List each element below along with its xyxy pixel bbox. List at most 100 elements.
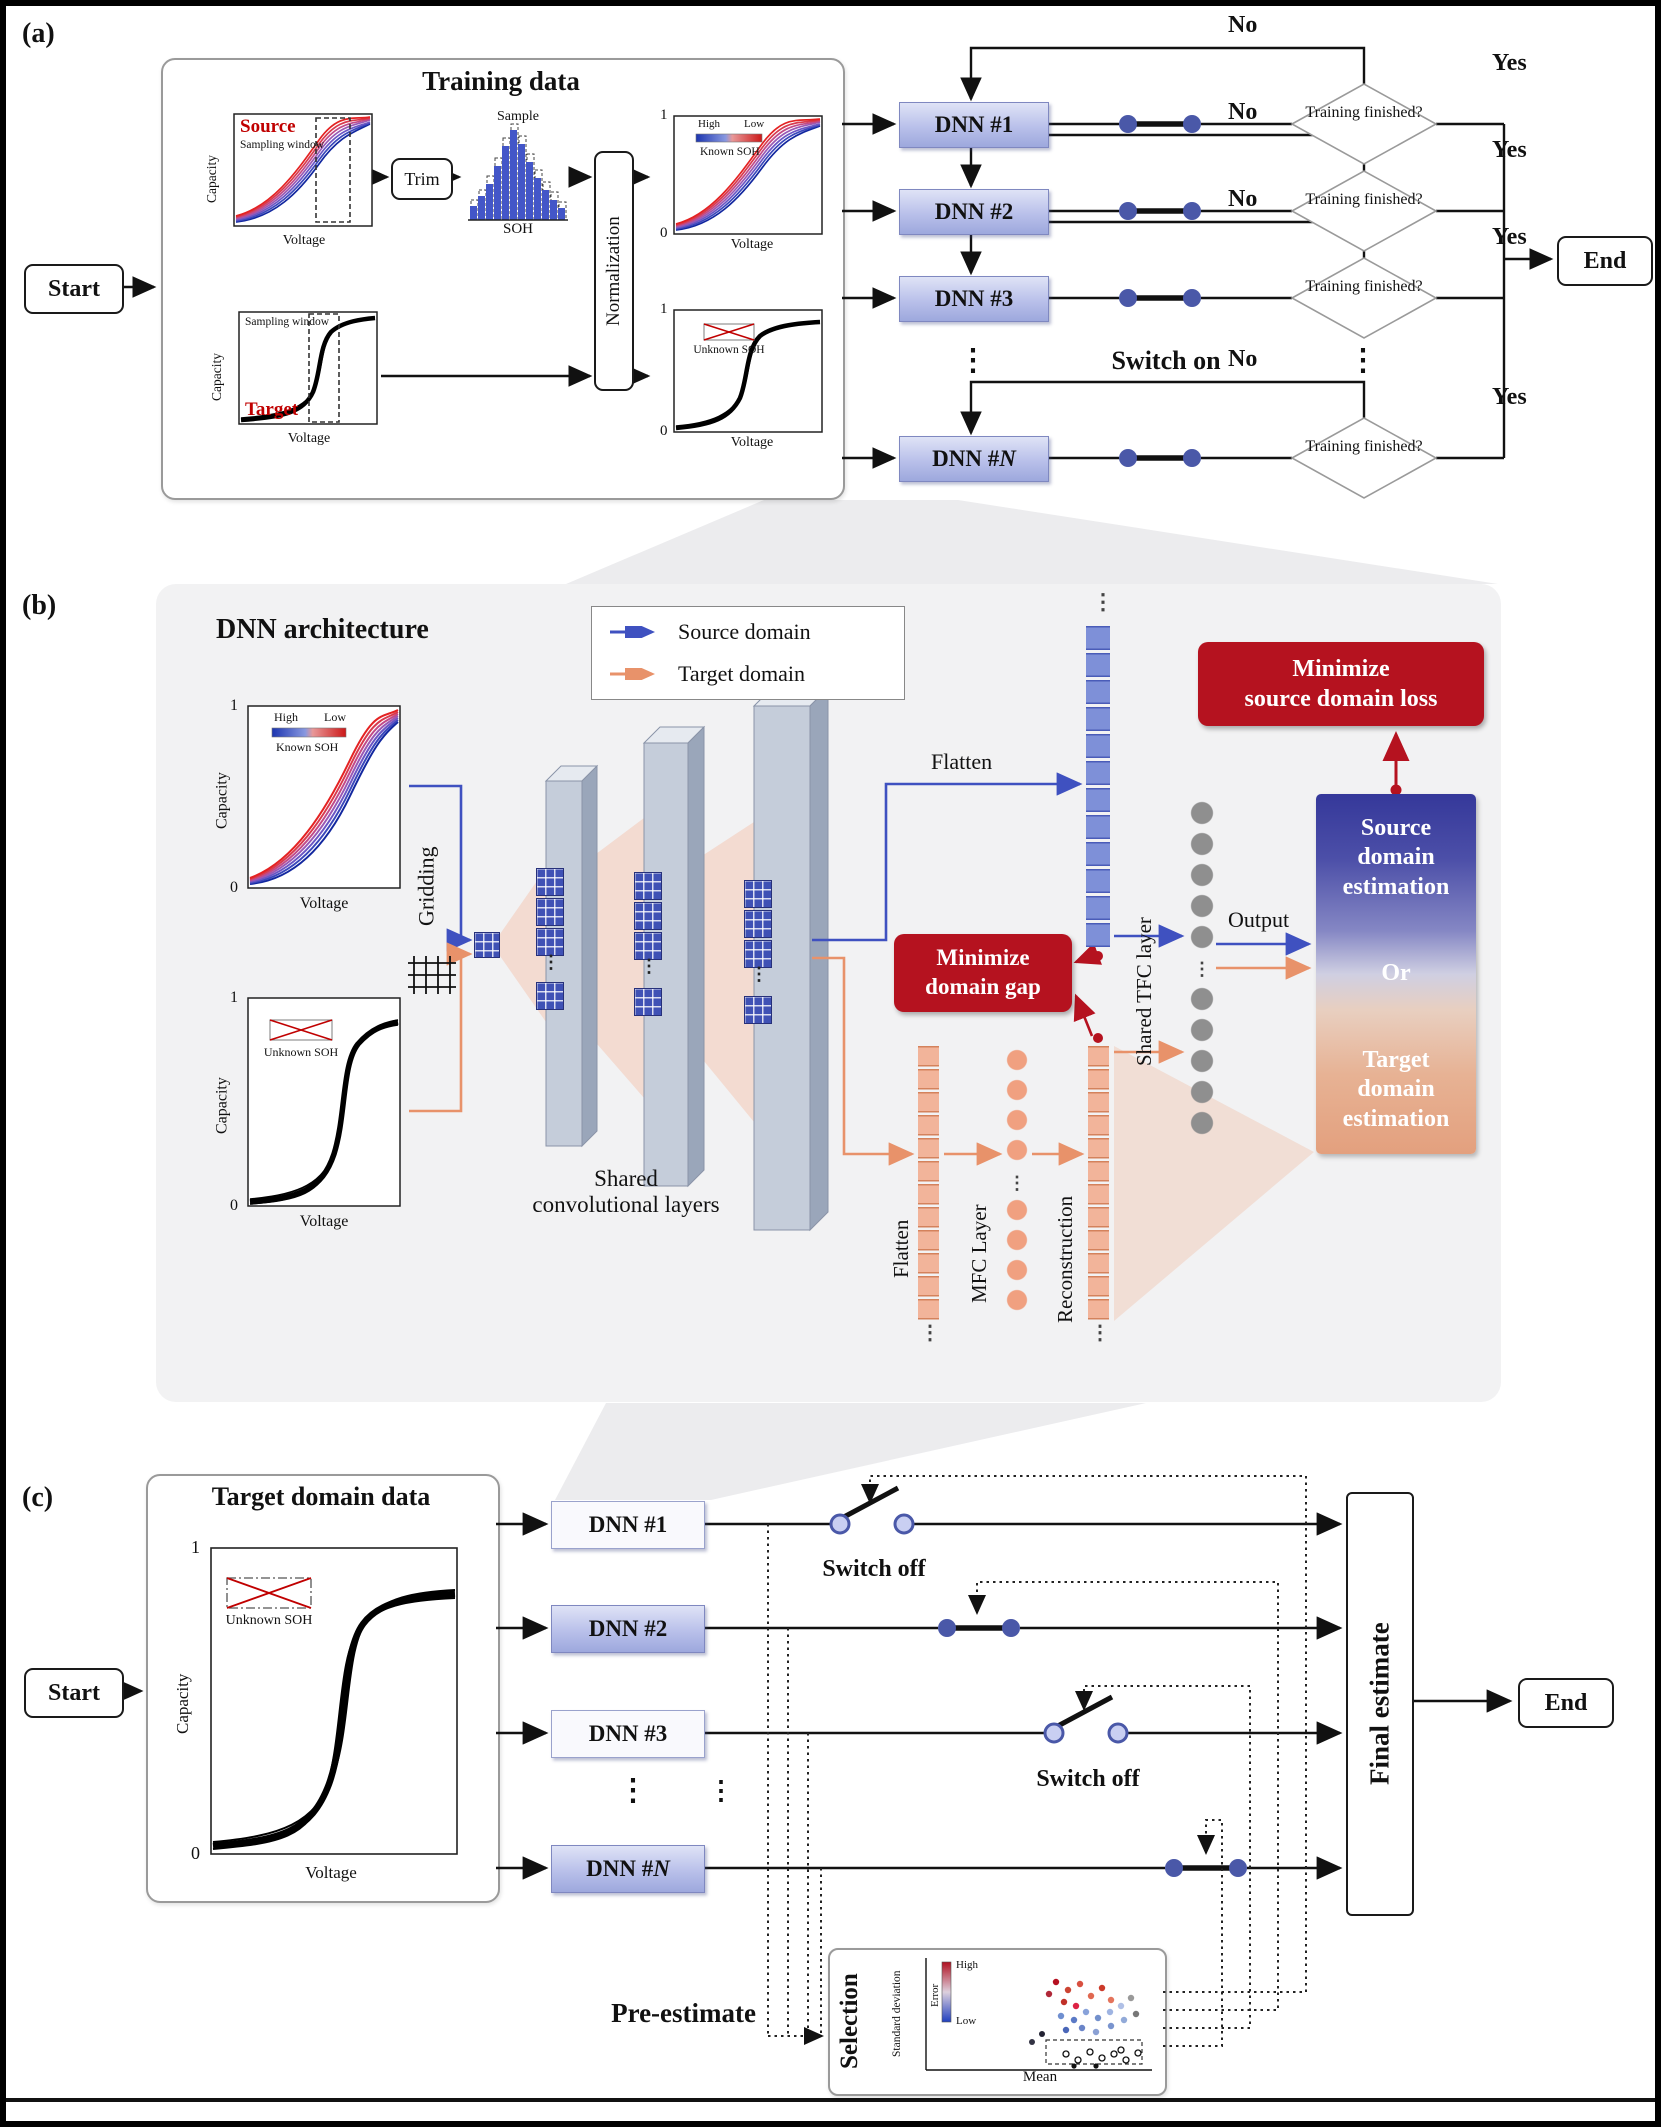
cube-ellipsis: ⋮ (542, 952, 560, 972)
or-label: Or (1381, 960, 1411, 987)
grid-icon (408, 956, 456, 994)
yes-label-1: Yes (1492, 50, 1527, 76)
switch-off-label-1: Switch off (822, 1556, 926, 1582)
known-soh-label: Known SOH (276, 740, 339, 754)
flatten-col-ellipsis: ⋮ (920, 1322, 940, 1344)
x-axis-label: Voltage (305, 1863, 357, 1882)
start-node-c: Start (24, 1668, 124, 1718)
feature-cube (744, 910, 772, 938)
sample-label: Sample (497, 109, 539, 124)
known-soh-label: Known SOH (700, 146, 760, 158)
estimation-output-box: Source domain estimation Or Target domai… (1316, 794, 1476, 1154)
histogram-bars (470, 130, 565, 220)
legend-source-label: Source domain (678, 619, 811, 644)
reconstruction-label: Reconstruction (1053, 1195, 1078, 1323)
dnn-architecture-title: DNN architecture (216, 614, 429, 645)
tfc-col-ellipsis: ⋮ (1188, 954, 1216, 984)
soh-curve-family (675, 118, 821, 231)
source-plot-b-svg (247, 705, 401, 889)
target-plot-a: Sampling window Target Capacity Voltage (209, 304, 381, 452)
y-axis-label: Capacity (208, 353, 224, 401)
high-label: High (274, 710, 298, 724)
feature-cube (474, 932, 500, 958)
no-label-3: No (1228, 186, 1258, 212)
closed-switches-a (1119, 115, 1201, 467)
switches-c (829, 1485, 1247, 1877)
y-axis-label: Capacity (213, 1077, 231, 1135)
tick-zero: 0 (230, 879, 238, 896)
x-axis-label: Voltage (730, 237, 774, 252)
normalized-target-svg (673, 309, 823, 433)
feature-cube (634, 872, 662, 900)
x-axis-label: Voltage (287, 431, 331, 446)
no-label-2: No (1228, 99, 1258, 125)
cube-ellipsis: ⋮ (750, 964, 768, 984)
diamond-ellipsis-a: ⋮ (1348, 344, 1378, 377)
dnn-ellipsis-a: ⋮ (958, 344, 988, 377)
crossed-legend-box (226, 1577, 312, 1609)
minimize-domain-gap-box: Minimize domain gap (894, 934, 1072, 1012)
gridding-label: Gridding (413, 846, 439, 926)
soh-colorbar (271, 727, 347, 738)
tick-one: 1 (660, 107, 668, 123)
tick-zero: 0 (230, 1197, 238, 1214)
unknown-curve (212, 1590, 456, 1850)
mean-axis-label: Mean (1022, 2069, 1058, 2085)
sampling-window-rect (315, 117, 351, 223)
target-plot-b-svg (247, 997, 401, 1207)
end-node-a: End (1557, 236, 1653, 286)
high-label: High (956, 1959, 978, 1971)
no-label-n: No (1228, 346, 1258, 372)
dnn-2-a: DNN #2 (899, 189, 1049, 235)
dnn-n-c: DNN #N (551, 1845, 705, 1893)
target-domain-data-title: Target domain data (211, 1482, 431, 1511)
source-feature-vector (1086, 626, 1110, 950)
panel-c-label: (c) (22, 1482, 54, 1513)
min-loss-line2: source domain loss (1244, 686, 1438, 712)
x-axis-label: Voltage (299, 1213, 349, 1230)
feature-cube (744, 880, 772, 908)
open-lever-3 (1054, 1694, 1114, 1730)
selection-title: Selection (836, 1973, 863, 2069)
trim-box: Trim (391, 158, 453, 200)
tick-one: 1 (191, 1537, 200, 1557)
normalized-source-svg (673, 115, 823, 235)
target-plot-c-svg (210, 1547, 458, 1855)
selected-region-rect (1045, 2039, 1143, 2065)
feedback-to-switch-1 (861, 1475, 1307, 1993)
reconstruction-vector (1088, 1046, 1109, 1322)
unknown-soh-label: Unknown SOH (225, 1613, 313, 1628)
source-plot-b: 1 0 High Low Known SOH Capacity Voltage (214, 696, 409, 924)
target-plot-c: 1 0 Unknown SOH Capacity Voltage (171, 1534, 471, 1892)
sampling-window-rect (308, 313, 340, 423)
dnn-3-a: DNN #3 (899, 276, 1049, 322)
line-ellipsis-c: ⋮ (708, 1776, 734, 1805)
dnn-n-prefix: DNN # (932, 446, 1000, 471)
target-plot-svg (238, 311, 378, 425)
normalization-label: Normalization (603, 216, 624, 326)
feature-cube (536, 868, 564, 896)
min-gap-line1: Minimize (936, 945, 1030, 971)
soh-histogram: Sample SOH (462, 109, 574, 242)
yes-label-n: Yes (1492, 384, 1527, 410)
recon-col-ellipsis: ⋮ (1090, 1322, 1110, 1344)
feedback-to-switch-2 (968, 1581, 1279, 2011)
y-axis-label: Capacity (203, 155, 219, 203)
domain-legend: Source domain Target domain (591, 606, 905, 700)
sampling-window-label: Sampling window (240, 139, 325, 151)
crossed-legend-box (269, 1019, 333, 1041)
yes-label-2: Yes (1492, 137, 1527, 163)
legend-source-row: Source domain (592, 611, 904, 653)
low-label: Low (956, 2015, 977, 2027)
crossed-legend-box (703, 323, 755, 341)
funnel-a-to-b (566, 500, 1498, 584)
source-arrow-icon (610, 626, 655, 638)
switch-on-label: Switch on (1111, 346, 1221, 375)
no-feedback-1 (960, 46, 1366, 102)
low-label: Low (324, 710, 346, 724)
end-node-c: End (1518, 1678, 1614, 1728)
shared-tfc-label: Shared TFC layer (1132, 917, 1157, 1067)
training-finished-q1: Training finished? (1305, 104, 1423, 121)
dnn-n-a: DNN #N (899, 436, 1049, 482)
soh-label: SOH (502, 221, 533, 237)
